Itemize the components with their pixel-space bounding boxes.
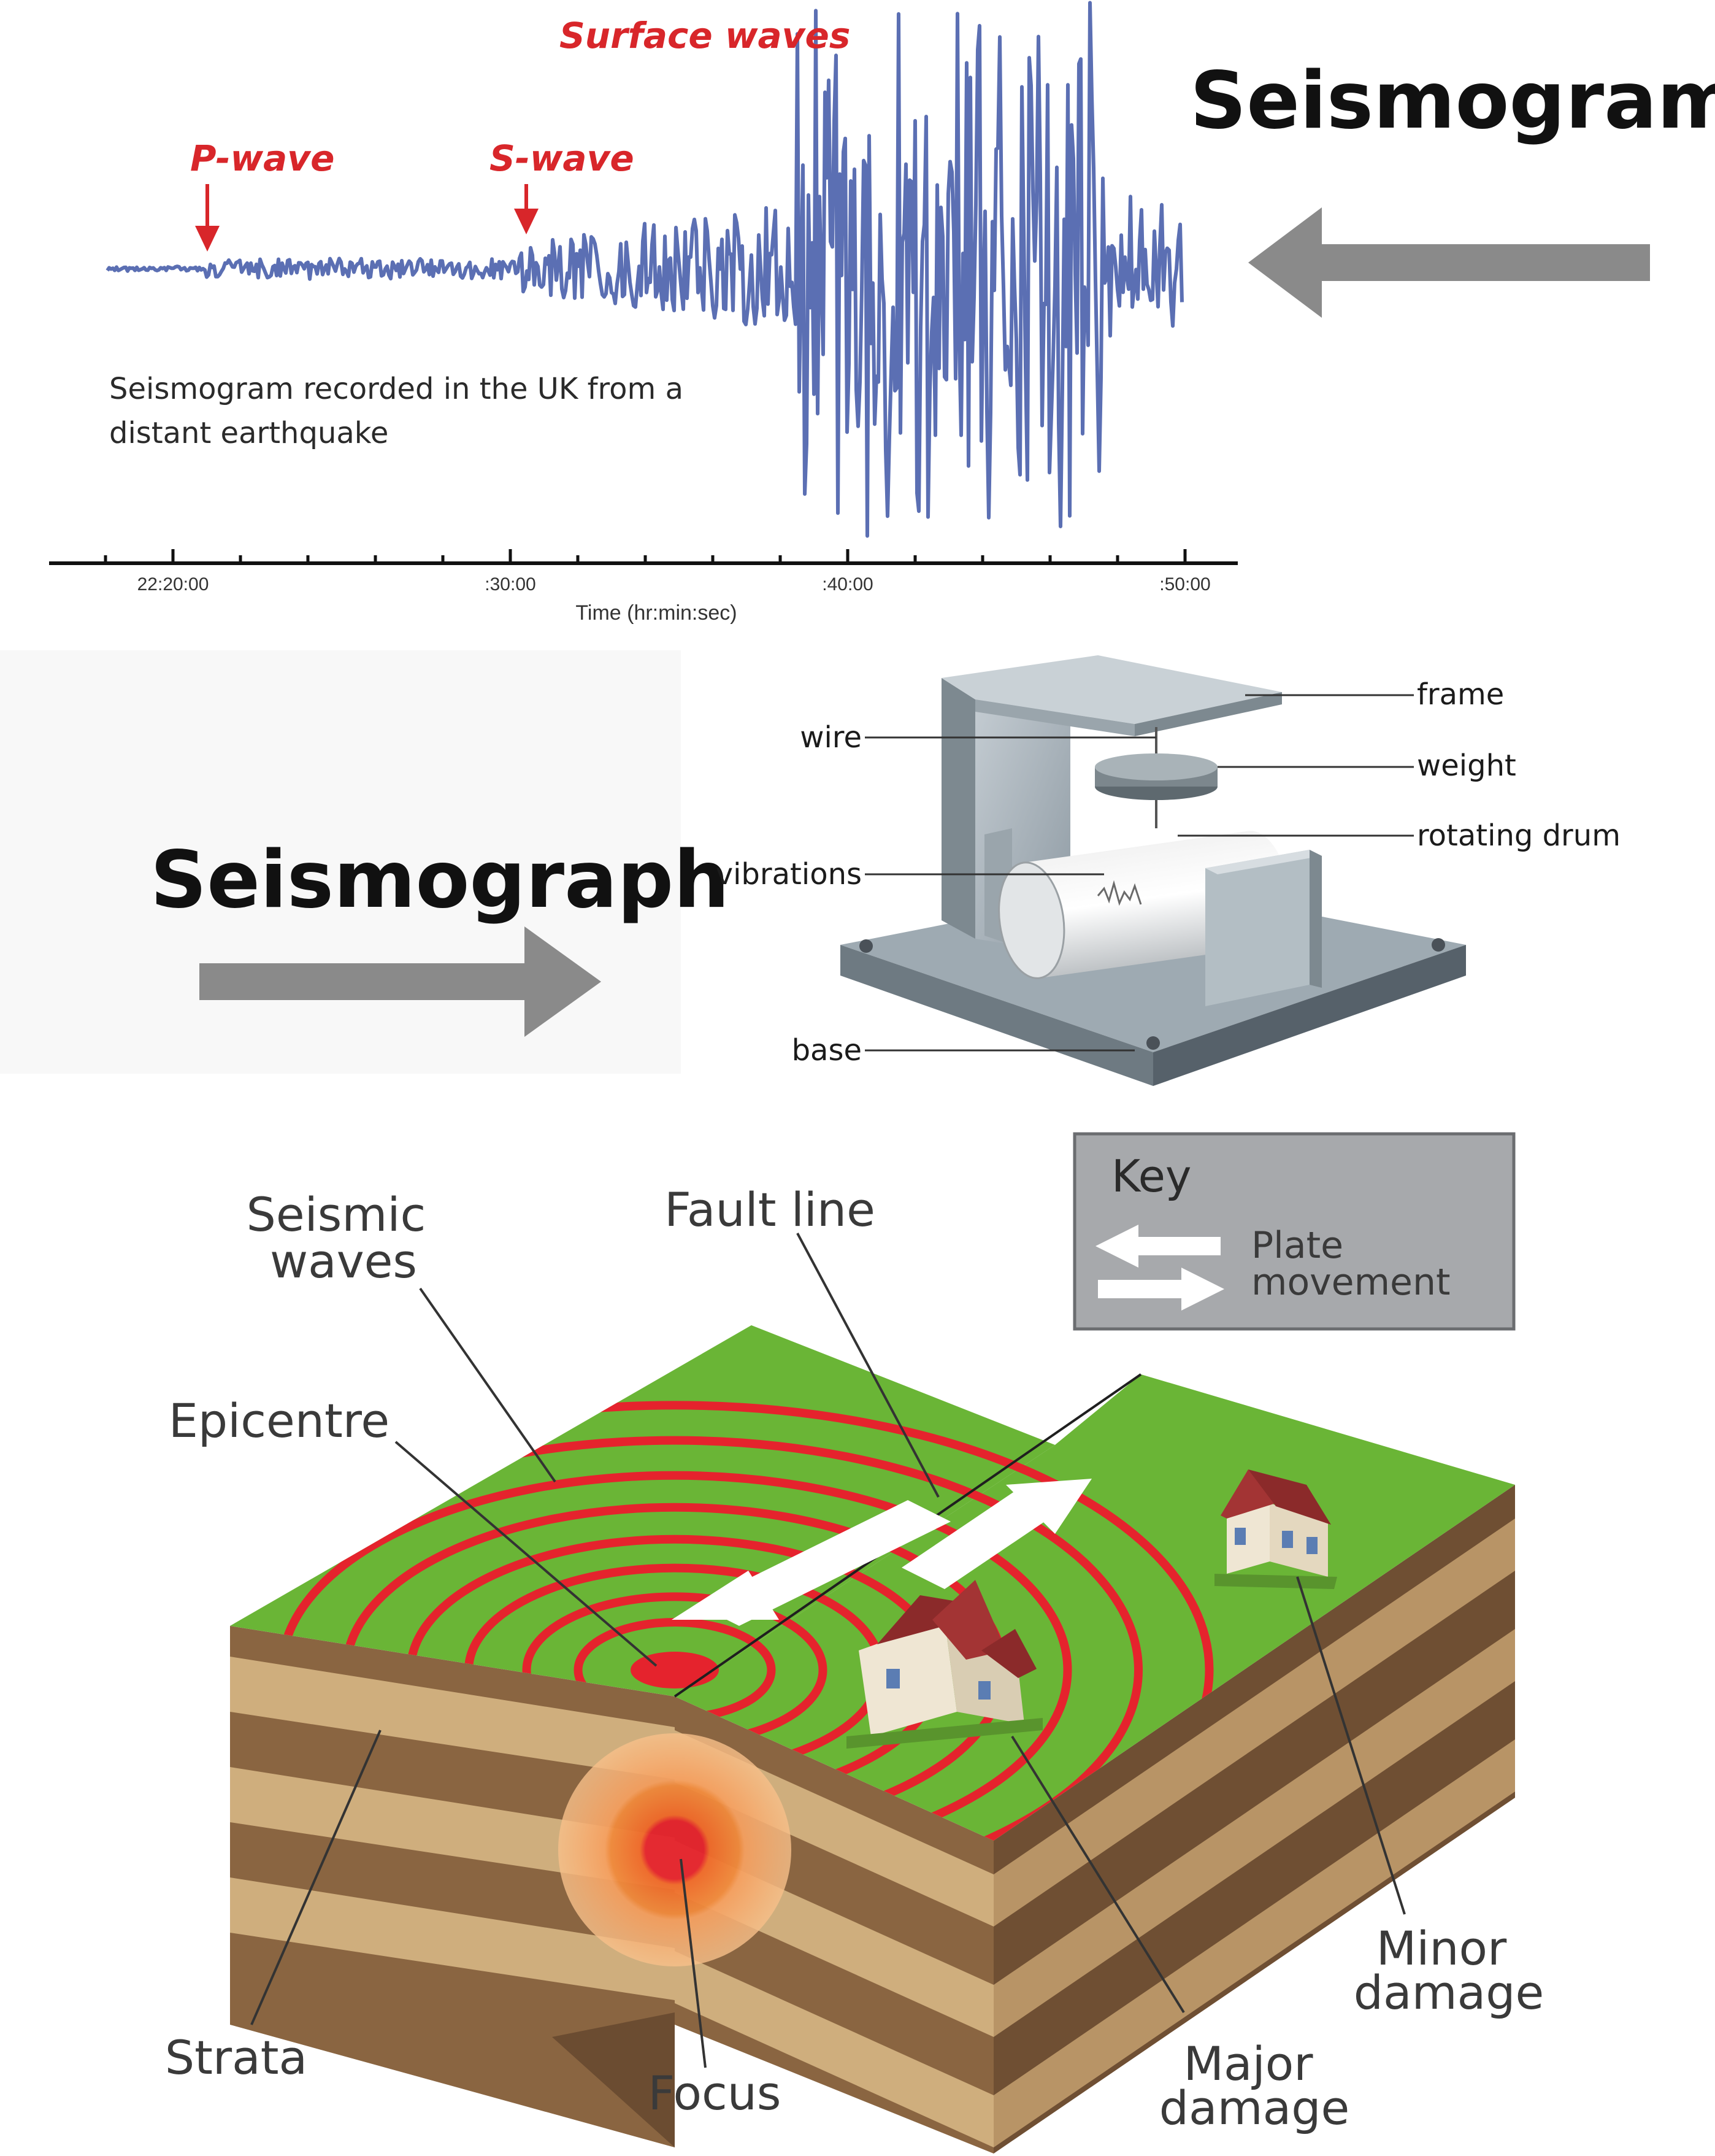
minor-damage-house-icon: [1214, 1469, 1337, 1589]
label-vibrations: vibrations: [716, 857, 862, 891]
s-wave-arrow: [514, 184, 539, 234]
seismogram-note-line1: Seismogram recorded in the UK from a: [109, 372, 683, 406]
seismic-ring-7: [230, 1436, 1143, 1841]
plate-arrow-left-icon: [672, 1500, 951, 1626]
label-seismic-waves-2: waves: [270, 1234, 417, 1288]
legend-key: Key Plate movement: [1073, 1132, 1516, 1331]
label-base: base: [792, 1033, 862, 1068]
label-major-damage-1: Major: [1183, 2036, 1313, 2091]
tick-label-40-00: :40:00: [822, 574, 873, 595]
label-seismic-waves-1: Seismic: [247, 1187, 426, 1242]
epicentre-marker: [631, 1652, 719, 1688]
plate-movement-arrows-icon: [1095, 1225, 1224, 1311]
earthquake-section: Key Plate movement: [123, 1098, 1589, 2156]
time-axis-minor-ticks: [104, 549, 1187, 563]
seismic-ring-8: [230, 1401, 1214, 1841]
label-strata: Strata: [165, 2030, 307, 2085]
strata-block: [230, 1485, 1515, 2154]
arrow-right-icon: [199, 926, 601, 1037]
label-fault-line: Fault line: [664, 1182, 875, 1237]
seismograph-section: Seismograph: [0, 638, 1650, 1104]
label-wire: wire: [800, 720, 862, 755]
surface-waves-label: Surface waves: [559, 15, 850, 56]
legend-item-line1: Plate: [1251, 1224, 1343, 1267]
label-minor-damage-1: Minor: [1376, 1921, 1507, 1976]
seismogram-note-line2: distant earthquake: [109, 416, 388, 450]
label-frame: frame: [1417, 677, 1504, 712]
tick-label-22-20-00: 22:20:00: [137, 574, 209, 595]
seismogram-heading: Seismogram: [1190, 55, 1715, 147]
seismograph-heading: Seismograph: [150, 834, 729, 926]
diagram-leader-lines: [250, 1233, 1406, 2068]
legend-title: Key: [1111, 1150, 1192, 1202]
s-wave-label: S-wave: [489, 137, 634, 179]
label-rotating-drum: rotating drum: [1417, 818, 1621, 853]
label-major-damage-2: damage: [1159, 2081, 1349, 2135]
label-focus: Focus: [648, 2066, 781, 2120]
label-epicentre: Epicentre: [169, 1393, 389, 1448]
plate-arrow-right-icon: [902, 1479, 1092, 1589]
seismogram-section: P-wave S-wave Surface waves Seismogram S…: [37, 0, 1715, 638]
time-axis-title: Time (hr:min:sec): [575, 601, 737, 625]
tick-label-30-00: :30:00: [485, 574, 535, 595]
p-wave-label: P-wave: [190, 137, 334, 179]
label-weight: weight: [1417, 749, 1516, 783]
arrow-left-icon: [1248, 207, 1650, 318]
major-damage-house-icon: [846, 1580, 1043, 1749]
legend-item-line2: movement: [1251, 1261, 1451, 1304]
tick-label-50-00: :50:00: [1159, 574, 1210, 595]
focus-burst: [558, 1733, 791, 1966]
p-wave-arrow: [195, 184, 220, 252]
seismograph-device: [840, 655, 1466, 1086]
seismogram-trace: [106, 1, 1184, 538]
seismograph-leader-lines: [865, 694, 1414, 1052]
label-minor-damage-2: damage: [1354, 1965, 1544, 2020]
